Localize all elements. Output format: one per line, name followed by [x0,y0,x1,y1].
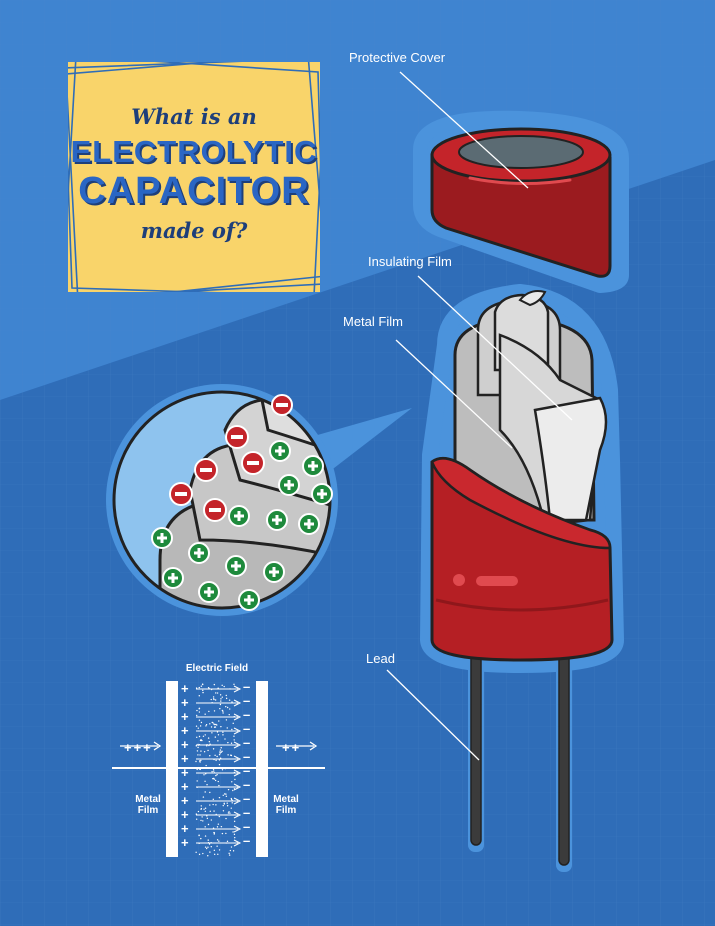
incoming-charges: +++ [124,740,153,755]
svg-text:–: – [243,805,250,820]
label-metal-film-left: Metal Film [135,794,161,816]
svg-text:–: – [243,819,250,834]
svg-text:+: + [181,709,189,724]
svg-text:+: + [181,779,189,794]
svg-text:–: – [243,679,250,694]
svg-text:+: + [181,793,189,808]
callout-lines [386,71,573,761]
outgoing-charges: ++ [282,740,302,755]
title-line-1: What is an [131,104,257,129]
svg-text:–: – [243,791,250,806]
svg-text:–: – [243,693,250,708]
svg-text:–: – [243,707,250,722]
title-card: What is an ELECTROLYTIC CAPACITOR made o… [68,62,320,292]
svg-text:+: + [181,807,189,822]
title-line-3: CAPACITOR [78,170,310,212]
svg-text:+: + [181,737,189,752]
svg-text:–: – [243,721,250,736]
label-lead: Lead [366,651,395,666]
svg-text:+: + [181,695,189,710]
positive-signs [157,446,327,605]
svg-text:+: + [181,821,189,836]
label-insulating-film: Insulating Film [368,254,452,269]
title-card-frame [68,62,320,292]
svg-text:+: + [181,723,189,738]
right-lead [558,639,570,866]
svg-text:–: – [243,749,250,764]
right-plate [256,681,268,857]
title-line-4: made of? [140,218,248,243]
svg-text:+: + [181,681,189,696]
left-plate [166,681,178,857]
negative-charges [169,394,293,522]
svg-text:+: + [181,835,189,850]
title-line-2: ELECTROLYTIC [70,134,318,169]
label-metal-film-right: Metal Film [273,794,299,816]
left-lead [470,639,482,846]
svg-text:–: – [243,763,250,778]
svg-text:–: – [243,777,250,792]
electric-field-diagram: ++++ ++++ ++++ –––– –––– –––– [112,679,325,857]
title-card-background [68,62,320,292]
svg-text:–: – [243,833,250,848]
label-electric-field: Electric Field [185,663,249,674]
label-protective-cover: Protective Cover [349,50,446,65]
svg-text:+: + [181,765,189,780]
svg-text:+: + [181,751,189,766]
svg-text:–: – [243,735,250,750]
label-metal-film: Metal Film [343,314,403,329]
capacitor-body [420,284,624,872]
